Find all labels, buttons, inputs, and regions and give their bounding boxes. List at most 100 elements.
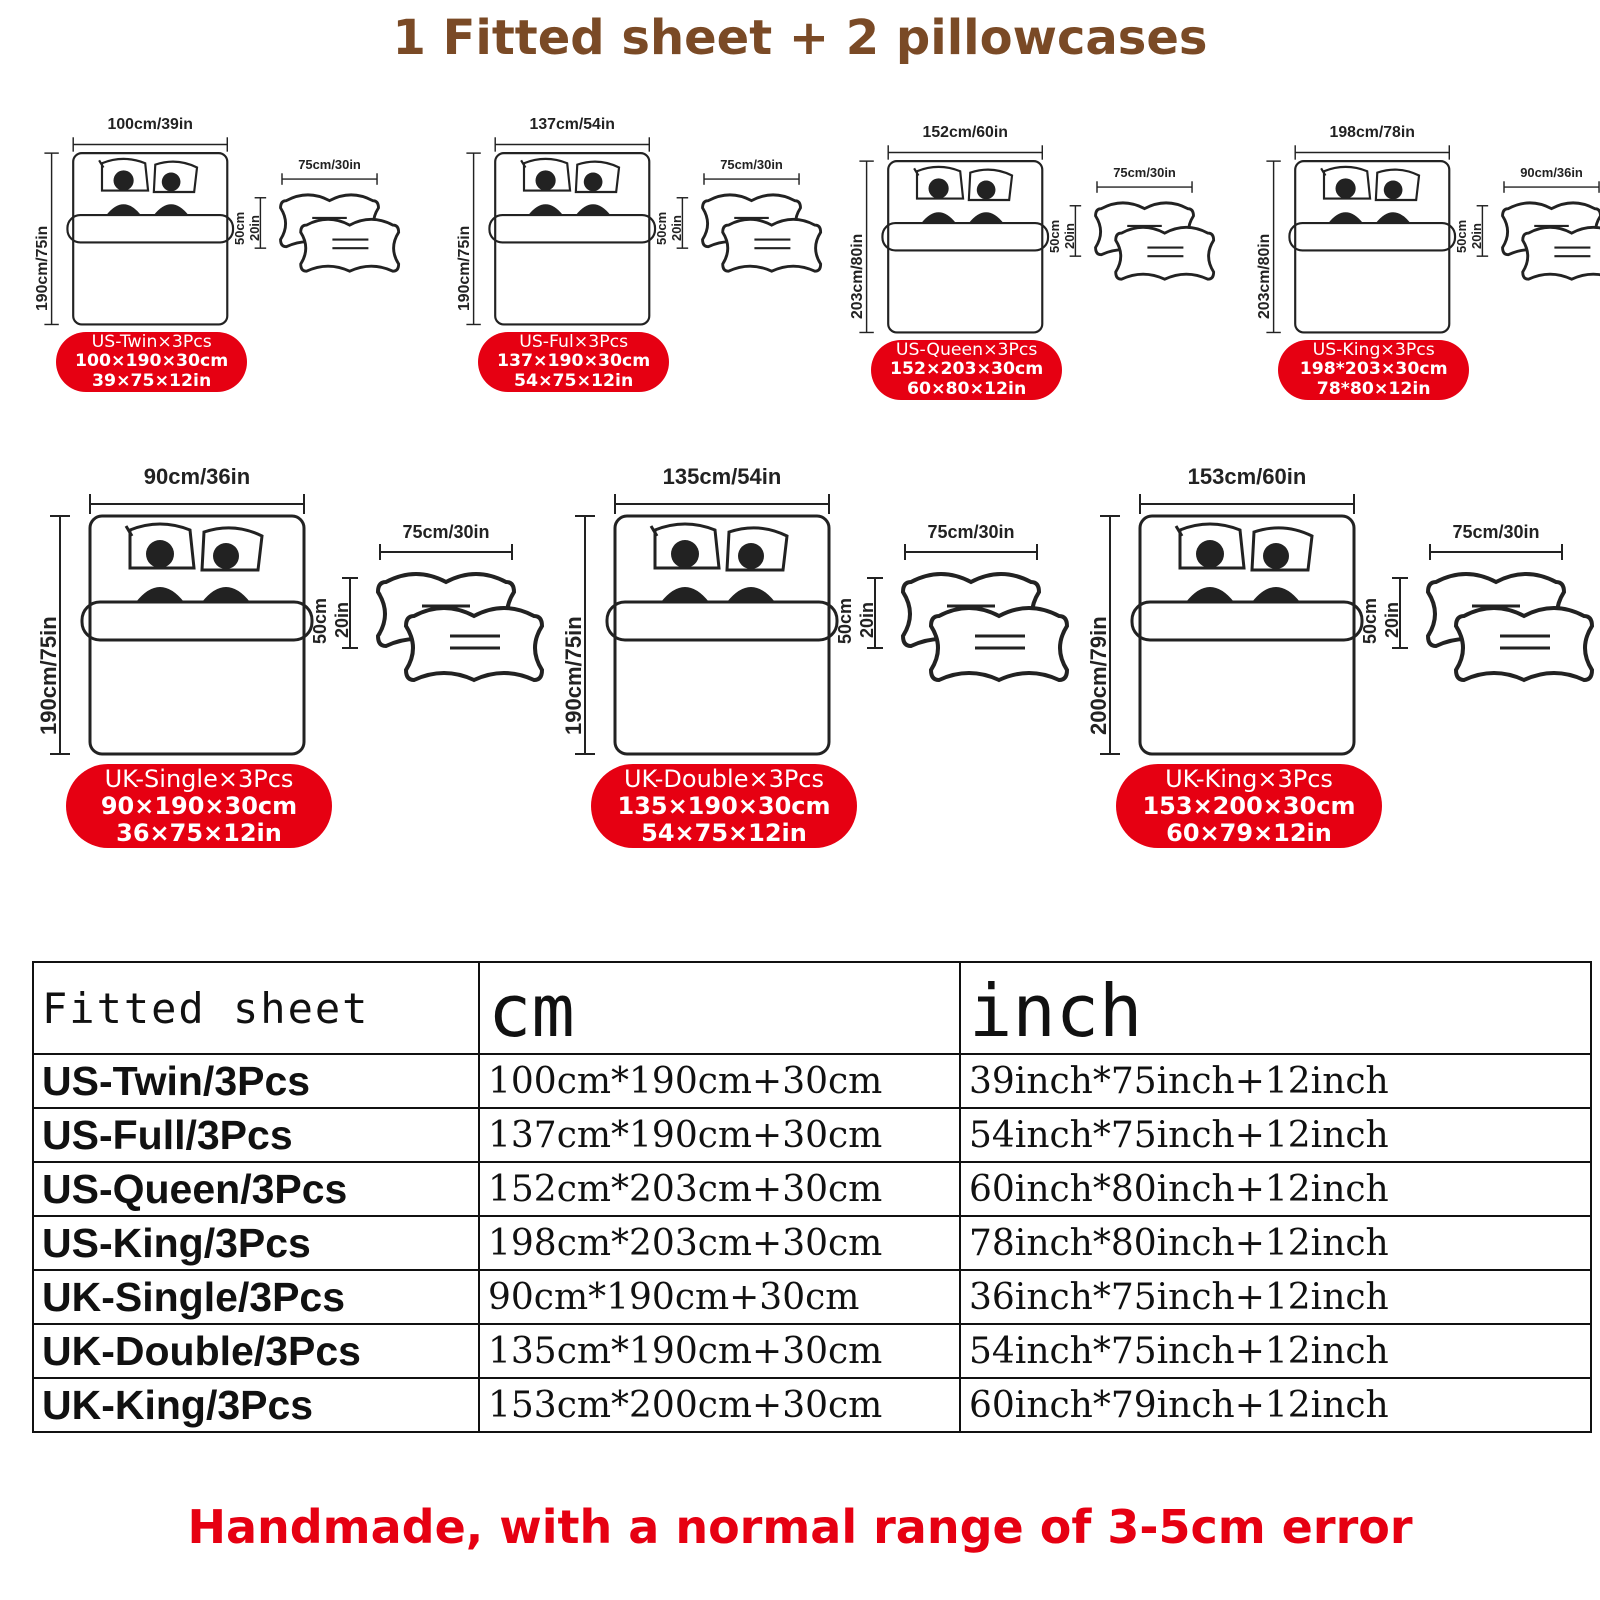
badge-line-2: 90×190×30cm [100,791,298,820]
bed-outline [88,514,306,756]
cm-cell: 152cm*203cm+30cm [478,1161,961,1217]
pillow-width-label: 75cm/30in [1452,522,1540,542]
inch-cell: 60inch*79inch+12inch [959,1377,1592,1433]
table-header-row: Fitted sheet cm inch [32,961,1592,1055]
inch-cell: 54inch*75inch+12inch [959,1107,1592,1163]
bed-drawing [44,137,401,326]
bed-drawing [859,145,1216,334]
pillow-icon [124,522,196,570]
sleeper-head-icon [161,172,181,192]
pillow-icon [200,526,264,572]
bed-outline [887,160,1044,334]
size-name-cell: UK-King/3Pcs [32,1377,480,1433]
blanket-band [1130,600,1364,642]
sheet-length-label: 190cm/75in [36,616,61,735]
size-name-cell: UK-Double/3Pcs [32,1323,480,1379]
pillow-height-cm-label: 50cm [1360,597,1380,644]
header-inch: inch [959,961,1592,1055]
inch-cell: 60inch*80inch+12inch [959,1161,1592,1217]
pillow-icon [520,157,572,192]
cm-cell: 100cm*190cm+30cm [478,1053,961,1109]
pillow-height-in-label: 20in [247,215,263,241]
sleeper-head-icon [213,543,239,569]
blanket-band [66,213,235,244]
badge-line-1: UK-Double×3Pcs [623,764,825,793]
pillow-height-in-label: 20in [1062,223,1078,249]
table-row: UK-Single/3Pcs 90cm*190cm+30cm 36inch*75… [32,1269,1592,1325]
table-row: US-Full/3Pcs 137cm*190cm+30cm 54inch*75i… [32,1107,1592,1163]
sheet-length-label: 190cm/75in [561,616,586,735]
size-name-cell: UK-Single/3Pcs [32,1269,480,1325]
cm-cell: 135cm*190cm+30cm [478,1323,961,1379]
sheet-width-label: 135cm/54in [662,464,782,489]
sleeper-head-icon [535,170,556,191]
table-row: US-Twin/3Pcs 100cm*190cm+30cm 39inch*75i… [32,1053,1592,1109]
pillow-height-cm-label: 50cm [1453,220,1469,254]
pillowcase-icon [1453,606,1595,683]
sheet-width-label: 100cm/39in [107,115,193,133]
sheet-width-label: 90cm/36in [143,464,251,489]
pillow-width-label: 75cm/30in [402,522,490,542]
blanket-band [488,213,657,244]
bed-outline [494,152,651,326]
pillow-height-cm-label: 50cm [231,212,247,246]
sleeper-body-icon [1186,587,1234,602]
sleeper-head-icon [1263,543,1289,569]
inch-cell: 54inch*75inch+12inch [959,1323,1592,1379]
sleeper-body-icon [661,587,709,602]
pillow-icon [725,526,789,572]
badge-line-2: 135×190×30cm [617,791,831,820]
sheet-width-label: 152cm/60in [922,123,1008,141]
badge-line-1: UK-King×3Pcs [1165,764,1333,793]
pillowcase-icon [721,217,823,273]
bed-drawing [466,137,823,326]
pillow-height-in-label: 20in [857,601,877,638]
pillow-height-in-label: 20in [1469,223,1485,249]
badge-line-3: 54×75×12in [641,818,807,847]
pillow-icon [1374,168,1421,202]
pillowcase-icon [1114,225,1216,281]
table-row: US-King/3Pcs 198cm*203cm+30cm 78inch*80i… [32,1215,1592,1271]
pillow-icon [1174,522,1246,570]
sleeper-head-icon [928,178,949,199]
badge-line-3: 36×75×12in [116,818,282,847]
sleeper-body-icon [1375,212,1411,224]
sleeper-body-icon [202,587,250,602]
badge-line-2: 137×190×30cm [497,351,651,372]
pillowcase-icon [403,606,545,683]
pillowcase-icon [1521,225,1600,281]
cm-cell: 137cm*190cm+30cm [478,1107,961,1163]
page-title: 1 Fitted sheet + 2 pillowcases [392,10,1208,66]
sleeper-body-icon [528,204,563,216]
sheet-length-label: 190cm/75in [34,225,52,311]
badge-line-1: US-King×3Pcs [1312,339,1435,360]
badge-line-2: 153×200×30cm [1142,791,1356,820]
pillow-icon [967,168,1014,202]
badge-line-1: US-Ful×3Pcs [519,331,629,352]
sleeper-head-icon [1335,178,1356,199]
pillow-icon [913,165,965,200]
badge-line-2: 152×203×30cm [890,359,1044,380]
table-row: UK-Double/3Pcs 135cm*190cm+30cm 54inch*7… [32,1323,1592,1379]
sleeper-body-icon [106,204,141,216]
sleeper-body-icon [727,587,775,602]
sleeper-body-icon [921,212,956,224]
cm-cell: 90cm*190cm+30cm [478,1269,961,1325]
blanket-band [881,221,1050,252]
pillow-height-cm-label: 50cm [835,597,855,644]
sleeper-head-icon [1383,180,1403,200]
bed-outline [1294,160,1451,334]
size-table: Fitted sheet cm inch US-Twin/3Pcs 100cm*… [32,961,1592,1433]
bed-drawing [50,494,545,756]
inch-cell: 78inch*80inch+12inch [959,1215,1592,1271]
